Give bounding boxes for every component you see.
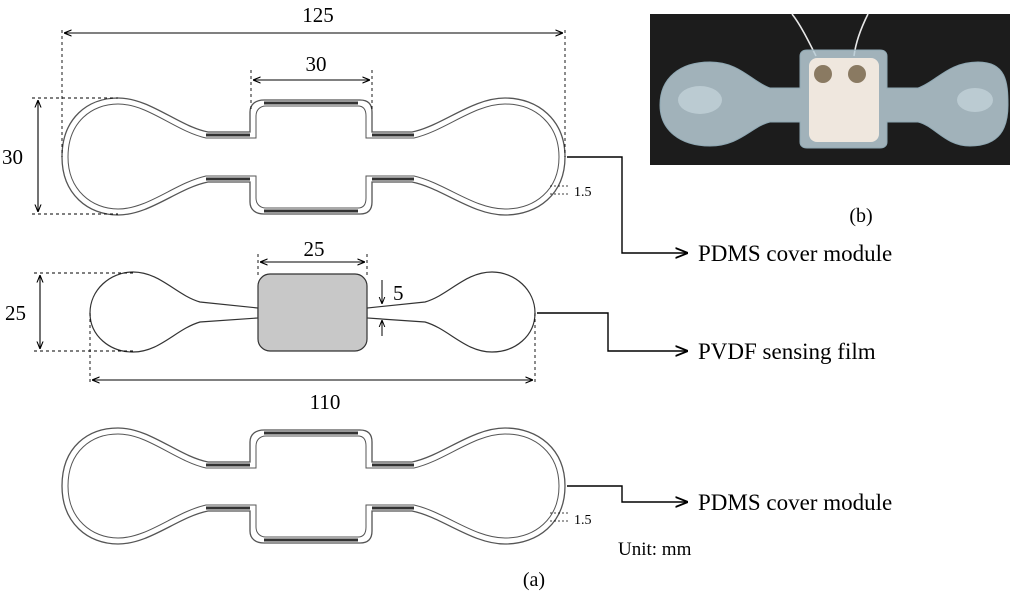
bottom-cover-outline [61, 427, 566, 545]
top-cover-module: 125 30 30 1.5 PDMS cover module [2, 3, 892, 266]
film-length-dim: 110 [310, 390, 341, 414]
top-cover-outline [61, 97, 566, 216]
top-cover-center-dim: 30 [306, 52, 327, 76]
sensing-film-callout: PVDF sensing film [698, 339, 876, 364]
bottom-cover-thickness-dim: 1.5 [574, 513, 592, 528]
top-cover-height-dim: 30 [2, 145, 23, 169]
sensor-photo [650, 13, 1010, 165]
photo-electrode-left [814, 65, 832, 83]
photo-electrode-right [848, 65, 866, 83]
bottom-cover-inner-wall [67, 433, 560, 539]
bottom-cover-callout: PDMS cover module [698, 490, 892, 515]
panel-a-label: (a) [523, 569, 545, 591]
top-cover-inner-wall [67, 103, 560, 210]
film-height-dim: 25 [5, 301, 26, 325]
pvdf-sensing-film: 25 5 25 110 PVDF sensing film [5, 237, 876, 414]
sensing-film-outline [89, 271, 259, 353]
unit-note: Unit: mm [618, 539, 692, 560]
pad-width-dim: 25 [304, 237, 325, 261]
neck-dim: 5 [393, 281, 404, 305]
bottom-cover-module: 1.5 PDMS cover module [61, 427, 892, 545]
sensing-pad [257, 273, 368, 352]
top-cover-callout: PDMS cover module [698, 241, 892, 266]
top-cover-length-dim: 125 [302, 3, 334, 27]
top-cover-thickness-dim: 1.5 [574, 185, 592, 200]
panel-b-label: (b) [849, 205, 872, 227]
